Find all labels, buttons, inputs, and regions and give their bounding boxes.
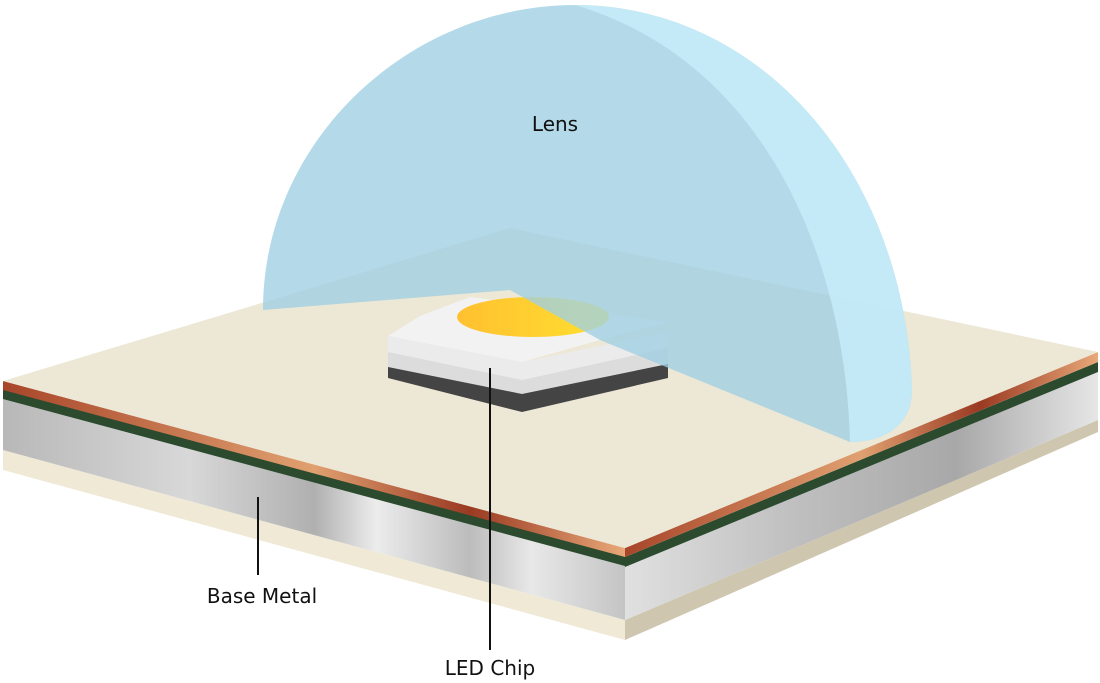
led-chip-label: LED Chip — [444, 656, 536, 680]
lens-label: Lens — [531, 112, 579, 136]
base-metal-label: Base Metal — [206, 584, 318, 608]
base-metal-right — [625, 372, 1098, 620]
copper-left — [3, 381, 625, 557]
base-cream-left — [3, 450, 625, 640]
copper-right — [625, 352, 1098, 557]
base-metal-left — [3, 398, 625, 620]
dielectric-right — [625, 362, 1098, 567]
dielectric-left — [3, 389, 625, 566]
base-cream-right — [625, 420, 1098, 640]
lens — [263, 5, 912, 442]
